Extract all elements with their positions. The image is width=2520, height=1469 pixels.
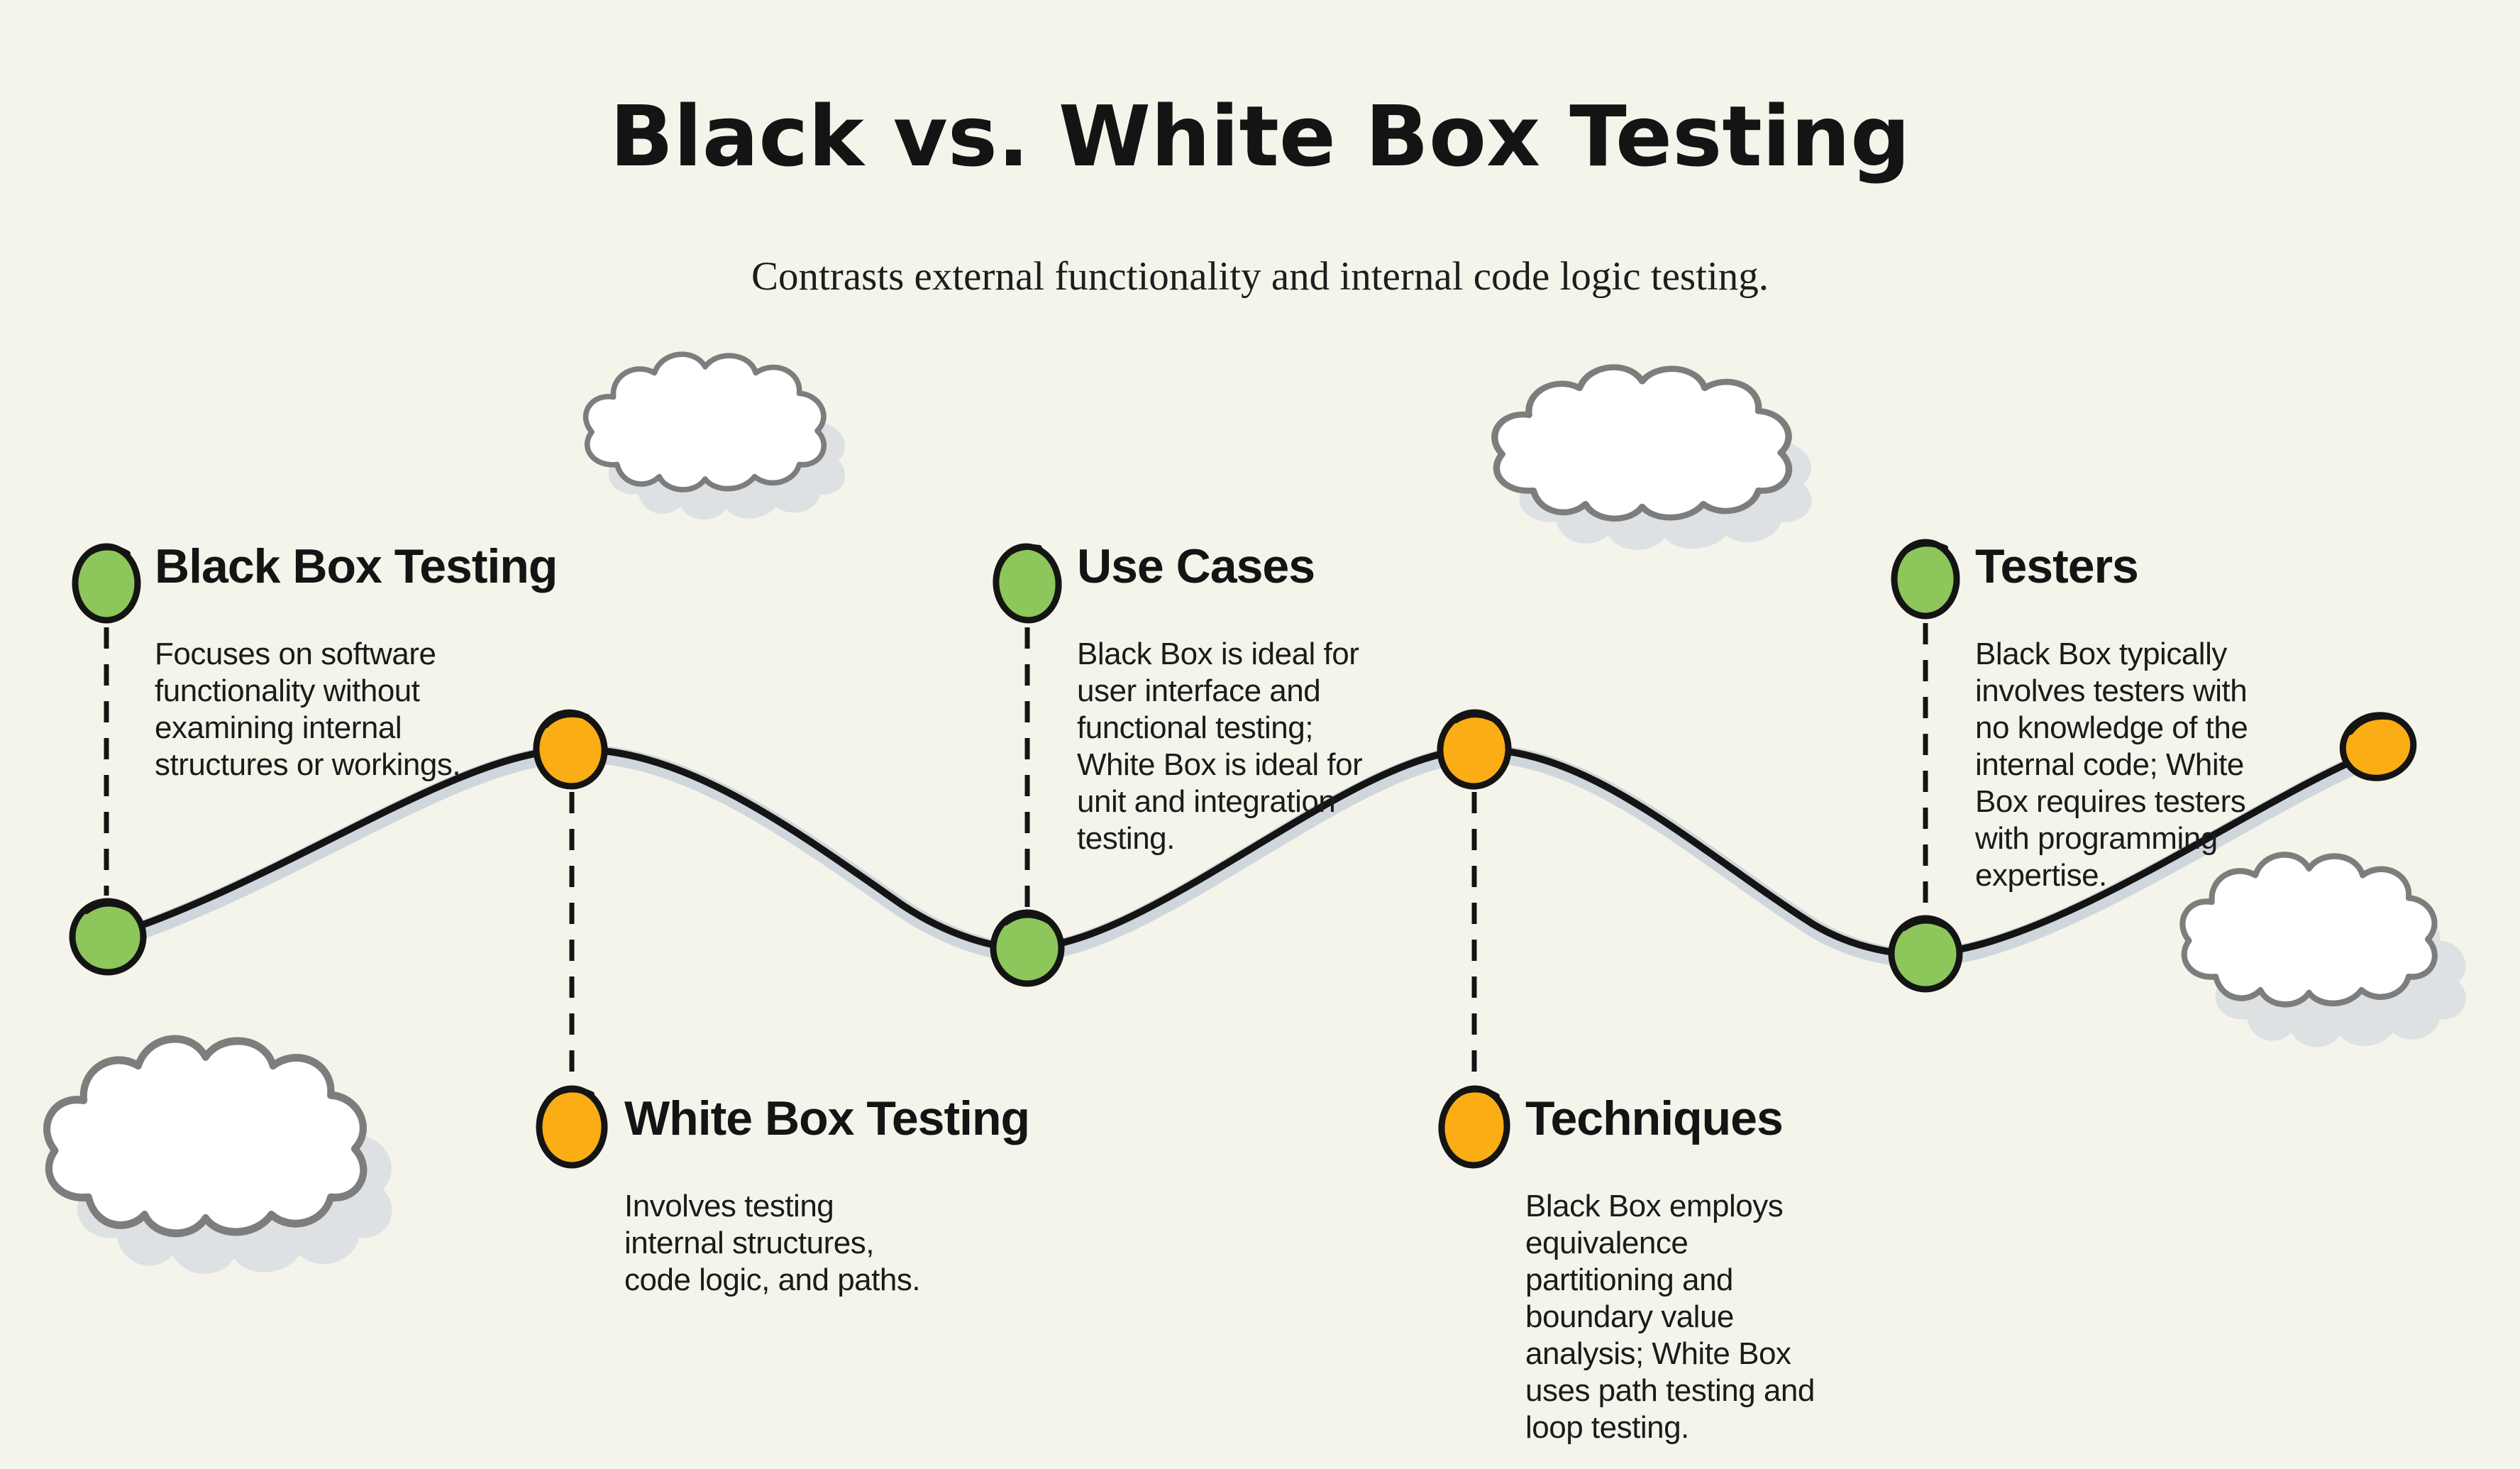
wave-dot-techniques [1437,709,1512,790]
wave-dot-black-box-testing [69,898,147,976]
label-dot-use-cases [993,543,1062,624]
page-subtitle: Contrasts external functionality and int… [751,254,1769,299]
page-title: Black vs. White Box Testing [609,87,1911,186]
section-title-use-cases: Use Cases [1077,539,1315,593]
wave-dot-use-cases [990,909,1065,987]
section-title-techniques: Techniques [1525,1091,1784,1145]
wave-dot-end [2339,712,2417,781]
cloud-top-right [1495,367,1812,550]
label-dot-testers [1891,539,1960,620]
wave-dot-white-box-testing [533,709,608,790]
section-white-box-testing: White Box Testing Involves testing inter… [624,1091,1030,1299]
cloud-top-left [586,354,846,519]
section-body-testers: Black Box typically involves testers wit… [1975,637,2248,893]
section-body-techniques: Black Box employs equivalence partitioni… [1525,1189,1815,1445]
section-techniques: Techniques Black Box employs equivalence… [1525,1091,1894,1446]
section-title-black-box-testing: Black Box Testing [155,539,558,593]
section-title-white-box-testing: White Box Testing [624,1091,1030,1145]
section-body-black-box-testing: Focuses on software functionality withou… [155,637,461,782]
section-testers: Testers Black Box typically involves tes… [1975,539,2344,894]
label-dot-techniques [1438,1085,1510,1169]
wave-dot-testers [1888,915,1963,993]
label-dot-black-box-testing [72,543,141,624]
section-use-cases: Use Cases Black Box is ideal for user in… [1077,539,1446,857]
section-black-box-testing: Black Box Testing Focuses on software fu… [155,539,558,783]
label-dot-white-box-testing [536,1085,608,1169]
section-body-use-cases: Black Box is ideal for user interface an… [1077,637,1363,856]
cloud-bottom-left [47,1039,392,1274]
section-body-white-box-testing: Involves testing internal structures, co… [624,1189,921,1297]
section-title-testers: Testers [1975,539,2139,593]
